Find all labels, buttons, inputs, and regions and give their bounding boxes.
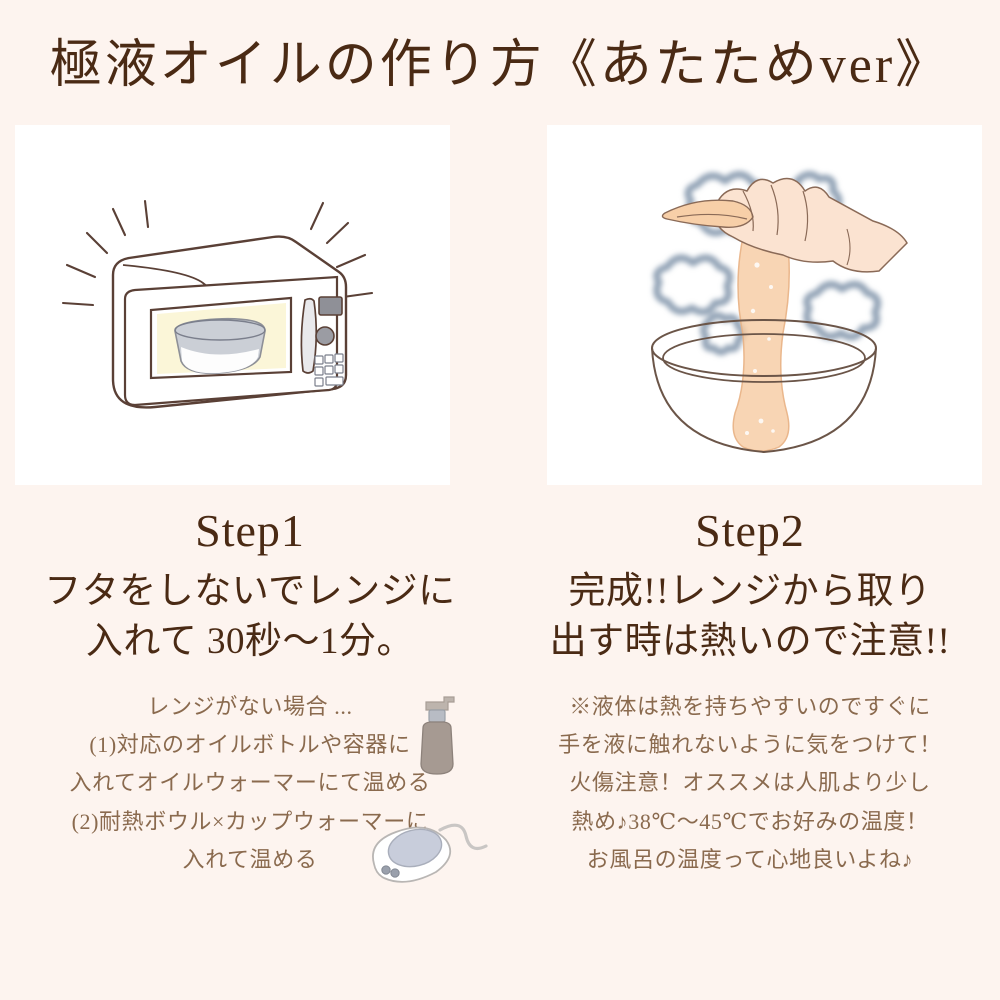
glass-bowl-icon: [651, 319, 877, 454]
hand-lifting-liquid-from-bowl-icon: [651, 171, 908, 454]
step-2-illustration-panel: [547, 125, 982, 485]
steps-container: Step1 フタをしないでレンジに 入れて 30秒〜1分。 レンジがない場合 .…: [0, 125, 1000, 883]
step-2-body-line-2: 出す時は熱いので注意!!: [549, 620, 951, 662]
step-2-fine-line-4: 熱め♪38℃〜45℃でお好みの温度！: [571, 808, 929, 834]
step-1-illustration-panel: [15, 125, 450, 485]
step-2-fine-line-1: ※液体は熱を持ちやすいのですぐに: [569, 693, 931, 719]
step-2-fine-line-5: お風呂の温度って心地良いよね♪: [586, 846, 914, 872]
glass-bowl-icon: [174, 317, 266, 375]
cup-warmer-icon: [362, 806, 492, 901]
step-1-fine-line-5: 入れて温める: [182, 846, 318, 872]
step-1-body: フタをしないでレンジに 入れて 30秒〜1分。: [0, 567, 500, 665]
pump-bottle-icon: [410, 682, 466, 782]
step-2-fine-line-2: 手を液に触れないように気をつけて！: [558, 731, 942, 757]
step-1-body-line-2: 入れて 30秒〜1分。: [85, 620, 415, 662]
step-2-label: Step2: [695, 505, 805, 556]
page-title: 極液オイルの作り方《あたためver》: [49, 37, 951, 94]
step-2-fine-line-3: 火傷注意！オススメは人肌より少し: [569, 770, 931, 796]
step-1-label: Step1: [195, 505, 305, 556]
step-1-column: Step1 フタをしないでレンジに 入れて 30秒〜1分。 レンジがない場合 .…: [0, 125, 500, 883]
step-1-fine-line-1: レンジがない場合 ...: [147, 693, 353, 719]
microwave-with-bowl-icon: [61, 199, 374, 409]
step-1-body-line-1: フタをしないでレンジに: [44, 571, 456, 613]
step-2-body-line-1: 完成!!レンジから取り: [568, 571, 932, 613]
step-2-body: 完成!!レンジから取り 出す時は熱いので注意!!: [500, 567, 1000, 665]
step-1-fine-print: レンジがない場合 ... (1)対応のオイルボトルや容器に 入れてオイルウォーマ…: [0, 688, 500, 883]
hand-illustration: [661, 177, 908, 273]
step-1-fine-line-4: (2)耐熱ボウル×カップウォーマーに: [71, 808, 429, 834]
microwave-door-handle: [300, 297, 318, 374]
step-1-fine-line-3: 入れてオイルウォーマーにて温める: [69, 770, 431, 796]
step-2-column: Step2 完成!!レンジから取り 出す時は熱いので注意!! ※液体は熱を持ちや…: [500, 125, 1000, 879]
microwave-control-panel: [314, 296, 344, 387]
viscous-liquid: [733, 237, 790, 451]
step-2-fine-print: ※液体は熱を持ちやすいのですぐに 手を液に触れないように気をつけて！ 火傷注意！…: [500, 688, 1000, 879]
step-1-fine-line-2: (1)対応のオイルボトルや容器に: [89, 731, 411, 757]
